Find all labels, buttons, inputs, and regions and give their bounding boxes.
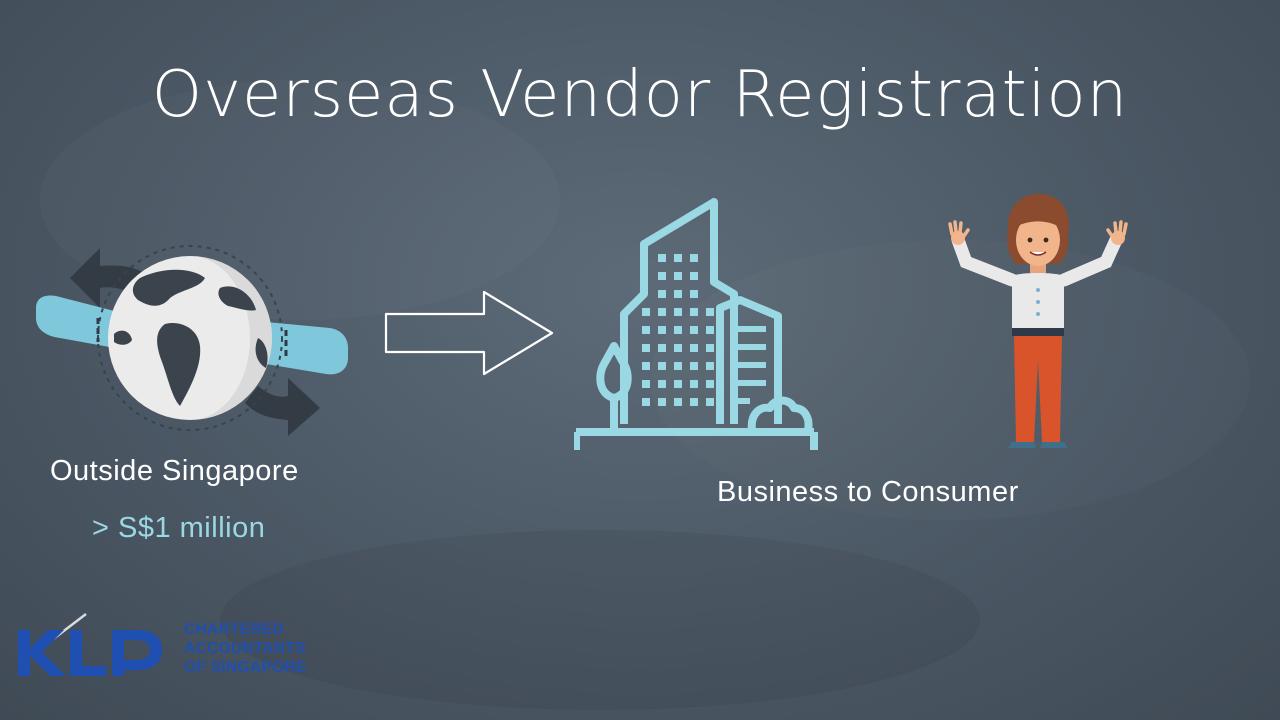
globe-with-arrows-icon [36,245,348,436]
logo-tagline: CHARTERED ACCOUNTANTS OF SINGAPORE [184,620,306,677]
slide-title: Overseas Vendor Registration [151,58,1129,132]
office-building-icon [574,198,818,450]
right-arrow-outline-icon [384,290,554,376]
threshold-label: > S$1 million [92,512,266,544]
cheering-woman-icon [948,193,1128,448]
logo-line-2: ACCOUNTANTS [184,640,306,657]
business-to-consumer-label: Business to Consumer [717,476,1019,508]
logo-line-3: OF SINGAPORE [184,659,307,676]
logo-line-1: CHARTERED [184,621,285,638]
outside-singapore-label: Outside Singapore [50,455,299,487]
klp-logo-icon [18,613,162,676]
